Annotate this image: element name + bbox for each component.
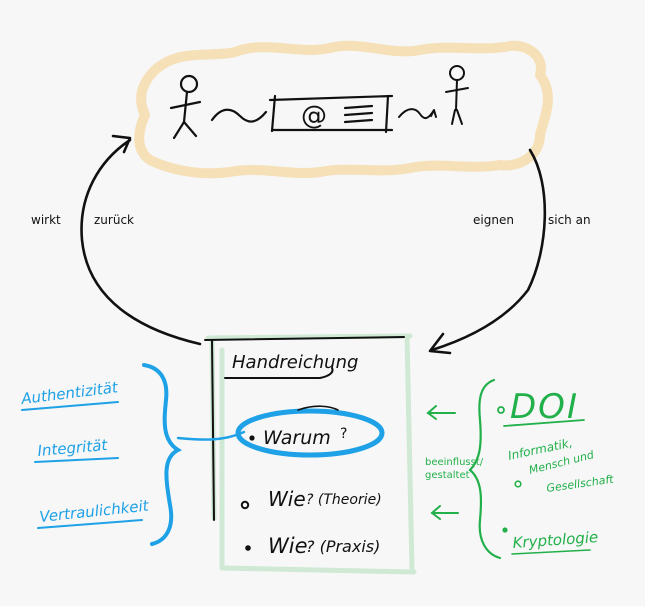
wave-left-icon bbox=[210, 108, 268, 123]
warum-highlight-tail bbox=[297, 405, 339, 411]
right-item-doi: DOI bbox=[497, 387, 585, 427]
label-eignen: eignen bbox=[473, 213, 514, 227]
arrow-wirkt-zurueck bbox=[80, 138, 202, 346]
left-item-2: Integrität bbox=[34, 436, 119, 463]
device-at-symbol: @ bbox=[301, 101, 327, 131]
right-arrow-bottom-icon bbox=[430, 505, 459, 520]
label-sich-an: sich an bbox=[548, 213, 591, 227]
bullet-icon bbox=[497, 406, 505, 414]
label-zurueck: zurück bbox=[94, 213, 134, 227]
left-brace bbox=[142, 363, 183, 546]
person-left-icon bbox=[169, 74, 202, 140]
center-item-1-label: Warum bbox=[263, 427, 331, 449]
right-item-kryptologie-label: Kryptologie bbox=[512, 528, 599, 552]
bullet-icon bbox=[249, 435, 255, 441]
right-item-doi-label: DOI bbox=[510, 387, 579, 427]
left-item-1-underline bbox=[21, 401, 119, 411]
right-item-imug-line3: Gesellschaft bbox=[546, 473, 615, 495]
bullet-icon bbox=[245, 545, 251, 551]
relation-label-1: beeinflusst/ bbox=[425, 457, 484, 468]
doi-underline bbox=[503, 419, 585, 427]
warum-highlight bbox=[235, 408, 385, 458]
person-right-icon bbox=[445, 65, 469, 125]
right-item-kryptologie: Kryptologie bbox=[502, 527, 599, 555]
label-wirkt: wirkt bbox=[31, 213, 61, 227]
right-arrow-top-icon bbox=[426, 405, 456, 420]
bullet-icon bbox=[502, 527, 508, 533]
cloud-shape bbox=[134, 40, 553, 179]
right-brace bbox=[468, 378, 502, 560]
relation-label-2: gestaltet bbox=[425, 470, 470, 481]
bullet-icon bbox=[240, 500, 250, 510]
kryptologie-underline bbox=[511, 549, 591, 555]
arrow-right-head-icon bbox=[428, 332, 452, 355]
left-item-2-label: Integrität bbox=[37, 436, 109, 460]
center-box-ink bbox=[204, 336, 405, 521]
center-item-2: Wie ? (Theorie) bbox=[240, 487, 382, 511]
title-underline bbox=[224, 367, 334, 379]
center-item-1-mark: ? bbox=[340, 426, 347, 442]
bullet-icon bbox=[514, 480, 522, 488]
left-connector bbox=[176, 430, 246, 441]
center-item-2-label: Wie bbox=[268, 487, 306, 511]
device-icon bbox=[268, 94, 394, 134]
right-item-imug: Informatik, Mensch und Gesellschaft bbox=[507, 436, 615, 495]
center-item-1: Warum ? bbox=[249, 426, 347, 449]
left-item-2-underline bbox=[34, 457, 119, 463]
center-item-3-mark: ? (Praxis) bbox=[306, 537, 380, 556]
arrow-left-head-icon bbox=[111, 134, 132, 154]
left-item-3: Vertraulichkeit bbox=[37, 497, 151, 529]
wave-right-icon bbox=[398, 108, 437, 120]
center-item-3-label: Wie bbox=[268, 534, 308, 558]
arrow-eignen-sich-an bbox=[430, 148, 547, 352]
center-item-3: Wie ? (Praxis) bbox=[245, 534, 380, 558]
left-item-1: Authentizität bbox=[19, 378, 120, 411]
center-item-2-mark: ? (Theorie) bbox=[306, 492, 382, 508]
left-item-3-underline bbox=[37, 519, 143, 529]
center-title: Handreichung bbox=[232, 352, 358, 373]
